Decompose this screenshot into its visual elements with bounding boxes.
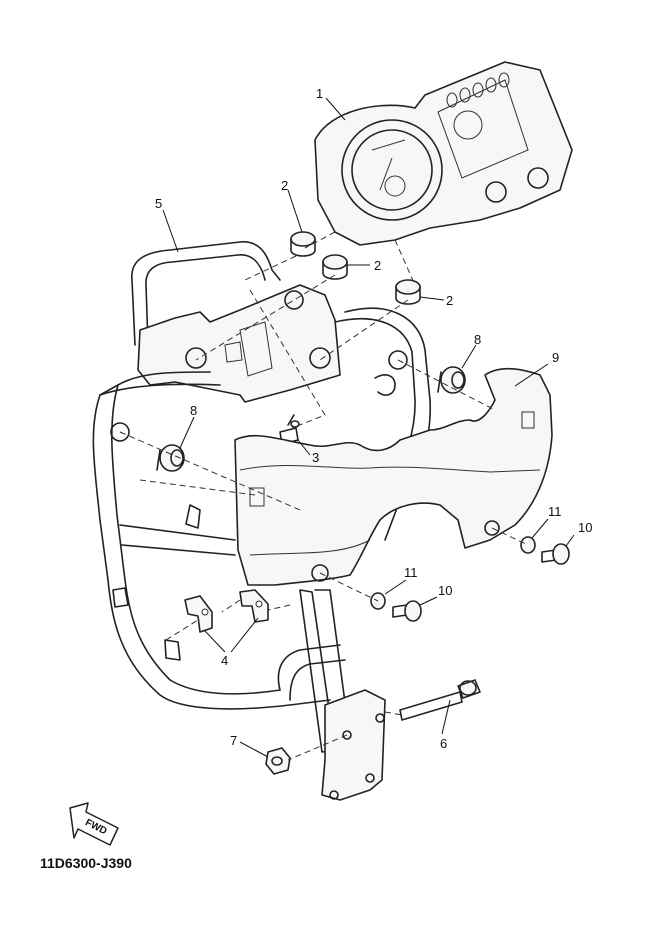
- fwd-arrow-icon: FWD: [69, 802, 119, 846]
- bolt: [399, 679, 481, 721]
- callout-3: 3: [312, 450, 319, 465]
- leader-lines: [162, 97, 575, 758]
- callout-10a: 10: [578, 520, 592, 535]
- callout-7: 7: [230, 733, 237, 748]
- nut-4a: [184, 595, 213, 633]
- callout-11a: 11: [548, 504, 562, 519]
- cover: [234, 367, 553, 586]
- nut-7: [265, 747, 291, 775]
- bolt-10a: [541, 543, 570, 565]
- nut-4b: [239, 589, 269, 623]
- callout-2c: 2: [446, 293, 453, 308]
- bolt-10b: [392, 600, 422, 622]
- damper-2a: [290, 231, 316, 257]
- damper-2b: [322, 254, 348, 280]
- callout-8b: 8: [190, 403, 197, 418]
- callout-5: 5: [155, 196, 162, 211]
- mounting-plate: [321, 689, 386, 801]
- grommet-8b: [156, 444, 185, 472]
- callout-4: 4: [221, 653, 228, 668]
- grommet-8a: [437, 366, 466, 394]
- callout-2b: 2: [374, 258, 381, 273]
- callout-9: 9: [552, 350, 559, 365]
- callout-6: 6: [440, 736, 447, 751]
- meter-assembly: [314, 61, 573, 246]
- callout-10b: 10: [438, 583, 452, 598]
- damper-2c: [395, 279, 421, 305]
- callout-11b: 11: [404, 565, 418, 580]
- callout-labels: 1 2 2 2 3 4 5 6 7 8 8 9 10 10 11 11: [155, 86, 592, 751]
- part-code: 11D6300-J390: [40, 855, 132, 871]
- callout-8a: 8: [474, 332, 481, 347]
- callout-2a: 2: [281, 178, 288, 193]
- collar-11a: [520, 536, 536, 554]
- callout-1: 1: [316, 86, 323, 101]
- assembly-guide-lines: [119, 231, 529, 761]
- bracket: [131, 241, 341, 403]
